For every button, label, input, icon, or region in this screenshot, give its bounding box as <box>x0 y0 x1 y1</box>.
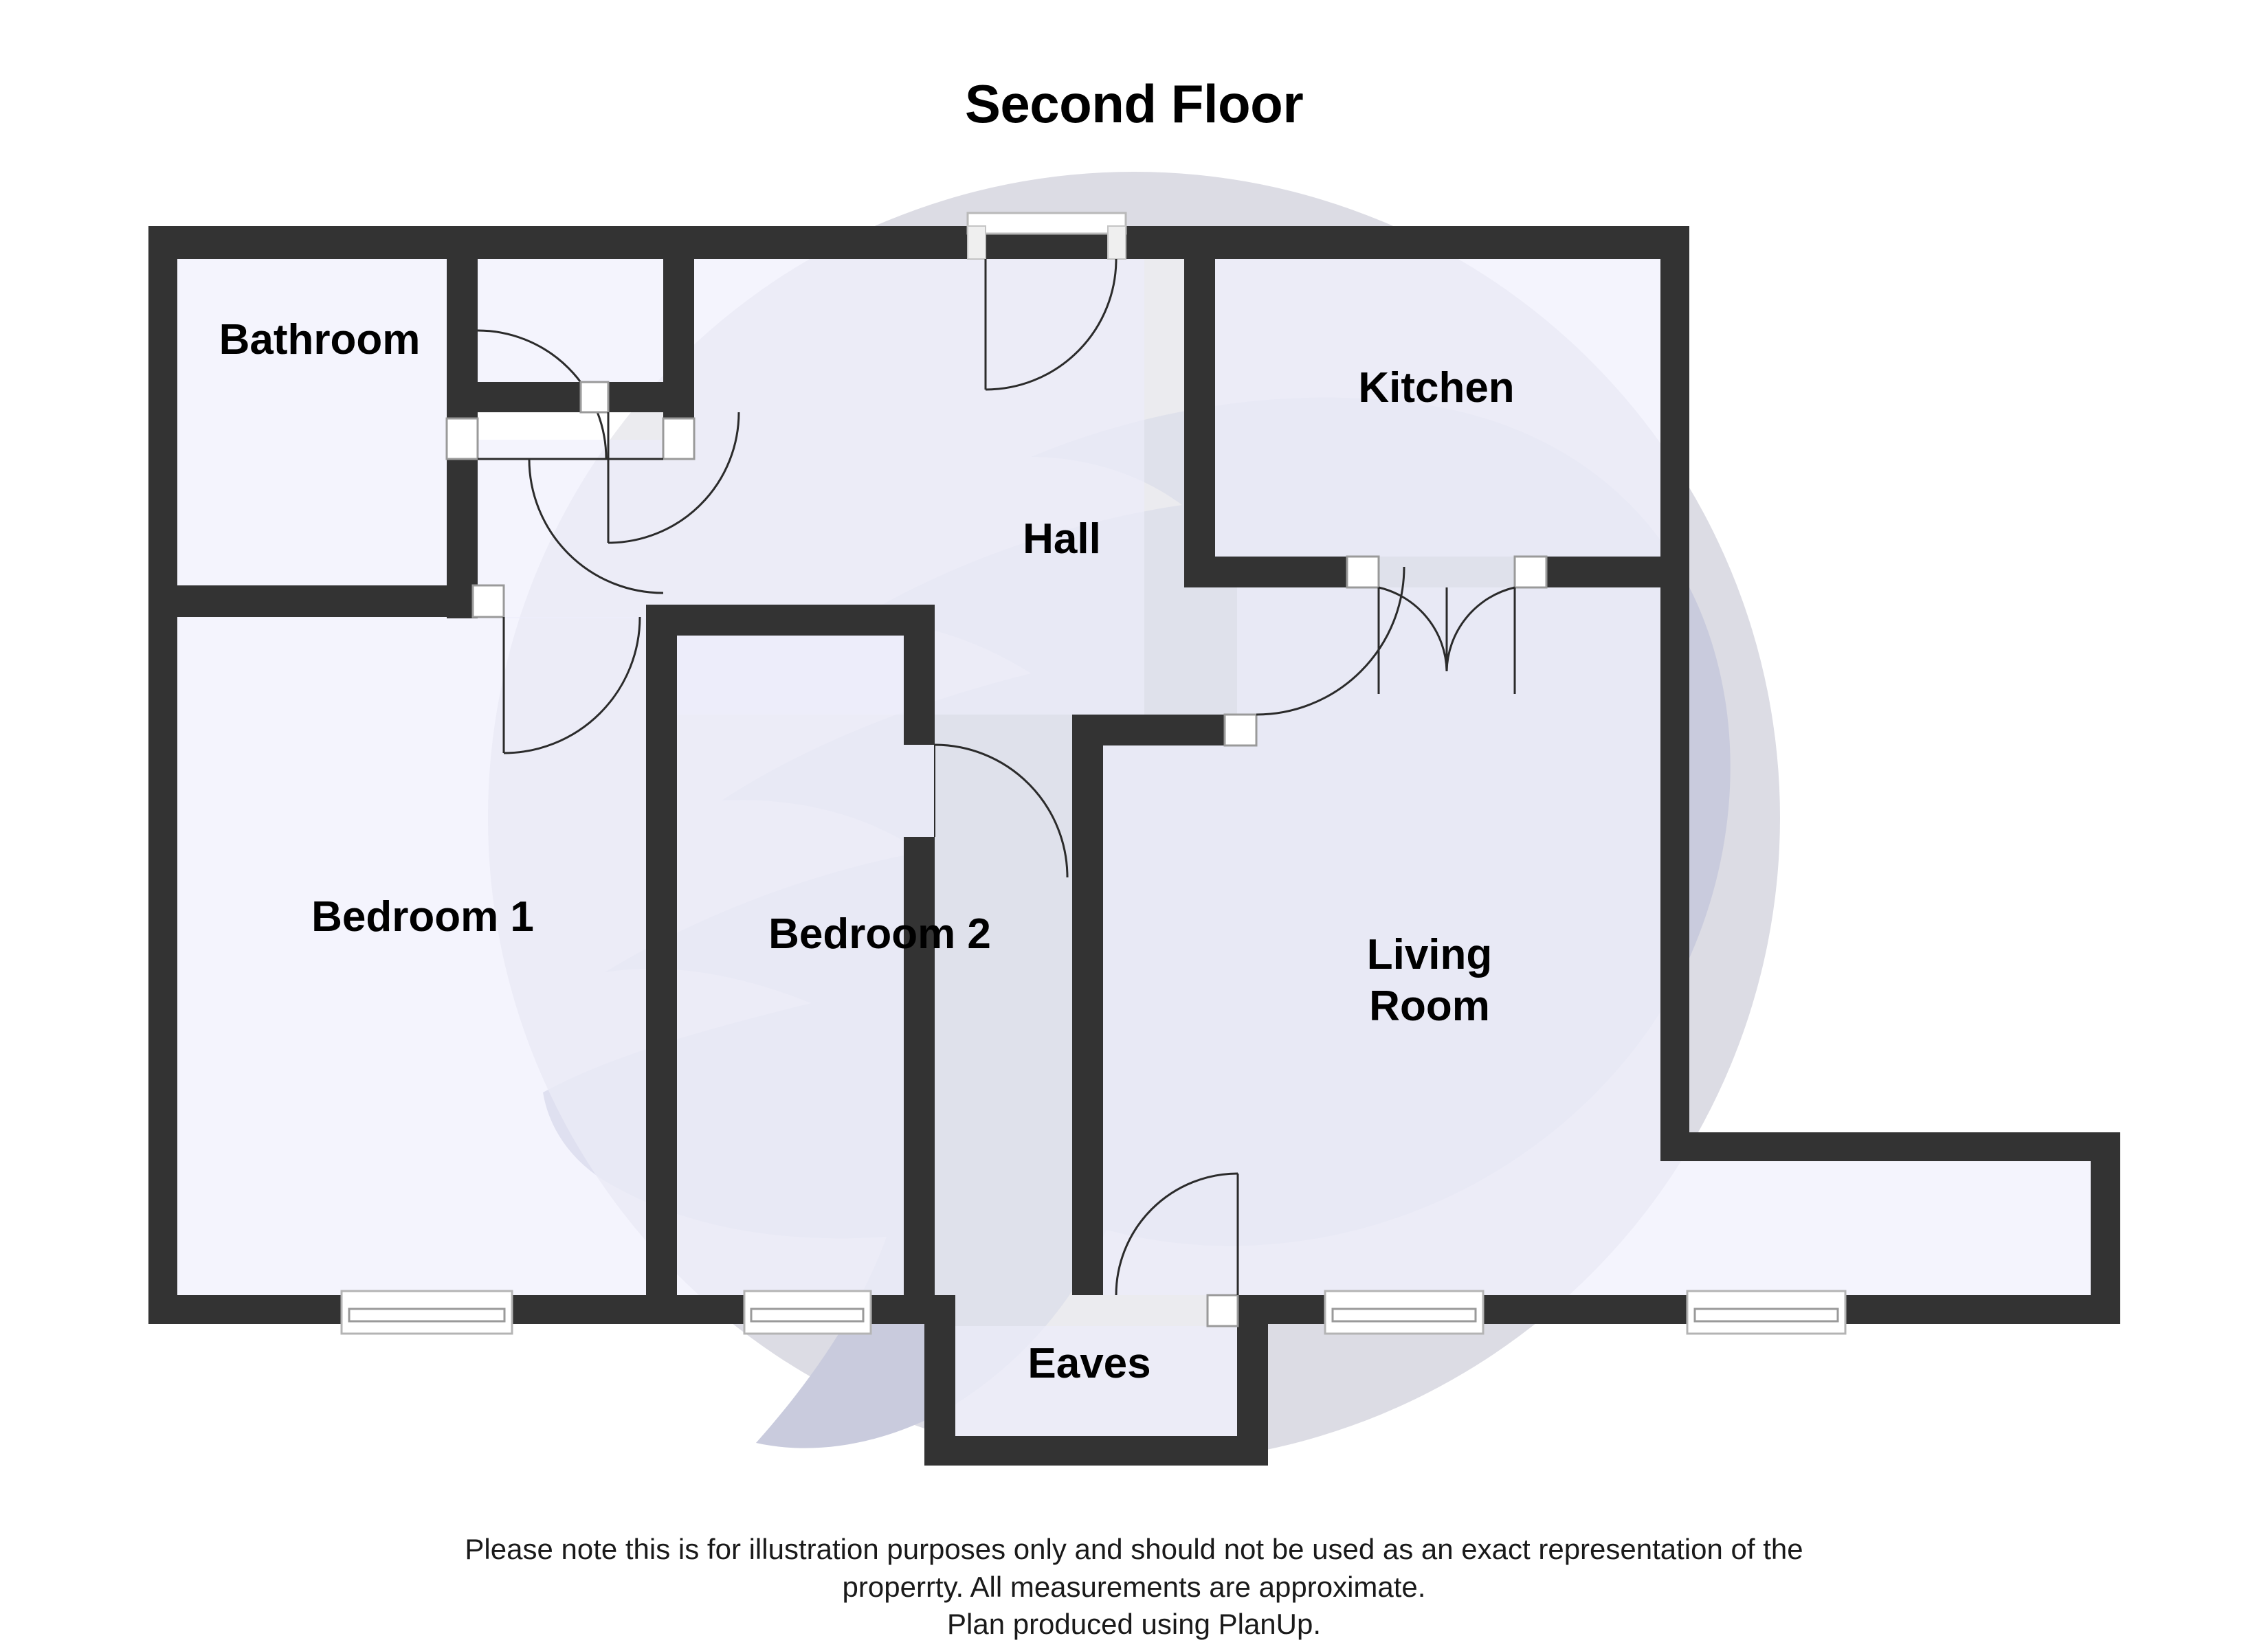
wall-lobby-right <box>663 259 694 418</box>
door-eaves <box>1115 1172 1239 1327</box>
disclaimer: Please note this is for illustration pur… <box>0 1531 2268 1644</box>
wall-kitchen-bottom-right <box>1546 557 1660 587</box>
room-label-bathroom: Bathroom <box>219 316 421 363</box>
wall-bedroom2-right-lower <box>904 837 935 1295</box>
window-bedroom1 <box>340 1290 513 1335</box>
wall-kitchen-left <box>1184 259 1215 587</box>
disclaimer-line-1: Please note this is for illustration pur… <box>465 1533 1803 1565</box>
windows <box>340 1290 1847 1335</box>
room-label-living-room-line2: Room <box>1369 983 1490 1030</box>
room-label-bedroom2: Bedroom 2 <box>768 910 991 958</box>
door-entry <box>966 212 1127 391</box>
door-lobby-right <box>528 417 696 594</box>
doors <box>445 212 1548 1327</box>
wall-hall-arm <box>1072 715 1225 745</box>
window-living-room-b <box>1686 1290 1847 1335</box>
room-label-bedroom1: Bedroom 1 <box>311 893 534 941</box>
room-floor-hall <box>478 259 1237 1295</box>
room-labels: Bathroom Kitchen Hall Bedroom 1 Bedroom … <box>219 316 1515 1387</box>
room-floors <box>177 259 2091 1436</box>
window-bedroom2 <box>743 1290 872 1335</box>
room-floor-bedroom2 <box>677 636 935 1295</box>
wall-bathroom-bottom <box>177 585 473 617</box>
room-label-eaves: Eaves <box>1027 1340 1150 1387</box>
walls <box>148 226 2120 1466</box>
door-bedroom1 <box>471 584 641 754</box>
room-floor-bedroom1 <box>177 617 646 1295</box>
room-label-hall: Hall <box>1023 515 1101 563</box>
door-living-room <box>1223 566 1405 747</box>
wall-bedroom2-right-upper <box>904 605 935 745</box>
room-floor-living-room <box>1237 587 2091 1295</box>
wall-lobby-bottom-right <box>608 382 663 412</box>
door-lobby-left <box>579 381 740 544</box>
room-floor-lobby <box>478 259 663 410</box>
room-label-kitchen: Kitchen <box>1358 364 1514 412</box>
wall-bedroom2-left <box>646 605 677 1295</box>
page-title: Second Floor <box>964 74 1304 134</box>
room-label-living-room-line1: Living <box>1367 931 1493 978</box>
wall-kitchen-bottom-left <box>1215 557 1347 587</box>
room-floor-eaves <box>955 1326 1237 1436</box>
wall-bedroom2-top <box>646 605 935 636</box>
door-bedroom2 <box>934 743 1069 878</box>
room-floor-kitchen <box>1215 259 1660 557</box>
door-kitchen-double <box>1346 555 1548 694</box>
room-floor-bathroom <box>177 259 447 585</box>
wall-hall-spine <box>1072 715 1103 1295</box>
disclaimer-line-3: Plan produced using PlanUp. <box>946 1608 1322 1641</box>
window-living-room-a <box>1324 1290 1485 1335</box>
wall-lobby-bottom-left <box>478 382 581 412</box>
wall-bathroom-right-upper <box>447 259 478 418</box>
disclaimer-line-2: properrty. All measurements are approxim… <box>842 1570 1426 1603</box>
